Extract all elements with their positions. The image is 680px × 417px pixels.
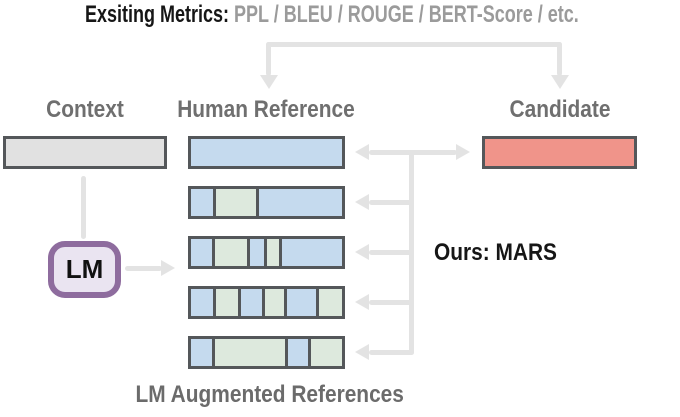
lm-box: LM	[48, 241, 121, 298]
bar-segment-blue	[191, 139, 342, 166]
connector-row1-line	[369, 150, 457, 155]
augmented-reference-bar-4	[188, 336, 345, 369]
bar-segment-blue	[191, 289, 213, 316]
bar-segment-blue	[256, 189, 342, 216]
bar-segment-blue	[279, 239, 342, 266]
arrow-left-icon	[355, 294, 369, 310]
bracket-horizontal-line	[266, 42, 562, 47]
bar-segment-gray_fill	[6, 139, 164, 166]
arrow-left-icon	[355, 244, 369, 260]
connector-row5-line	[369, 350, 414, 355]
bar-segment-blue	[191, 339, 213, 366]
lm-to-references-line	[125, 266, 162, 271]
bar-segment-green	[262, 289, 285, 316]
connector-row4-line	[369, 300, 414, 305]
bar-segment-green	[211, 239, 247, 266]
title: Exsiting Metrics: PPL / BLEU / ROUGE / B…	[85, 1, 579, 29]
bar-segment-green	[212, 289, 238, 316]
context-to-lm-line	[81, 176, 86, 239]
lm-augmented-references-label: LM Augmented References	[135, 381, 404, 408]
arrow-left-icon	[355, 194, 369, 210]
bar-segment-blue	[191, 239, 212, 266]
bar-segment-green	[263, 239, 280, 266]
bar-segment-green	[212, 339, 285, 366]
arrow-down-icon	[551, 75, 569, 89]
title-metrics-list: PPL / BLEU / ROUGE / BERT-Score / etc.	[234, 1, 579, 28]
arrow-left-icon	[355, 344, 369, 360]
bracket-right-vertical-line	[557, 42, 562, 76]
bar-segment-blue	[284, 339, 308, 366]
bar-segment-green	[315, 289, 343, 316]
augmented-reference-bar-1	[188, 186, 345, 219]
context-bar	[3, 136, 167, 169]
human-reference-label: Human Reference	[177, 96, 355, 123]
augmented-reference-bar-2	[188, 236, 345, 269]
context-label: Context	[46, 96, 124, 123]
bar-segment-blue	[191, 189, 213, 216]
bar-segment-blue	[246, 239, 264, 266]
human-reference-bar	[188, 136, 345, 169]
arrow-right-icon	[456, 144, 470, 160]
augmented-reference-bar-3	[188, 286, 345, 319]
ours-mars-label: Ours: MARS	[434, 239, 557, 266]
candidate-bar	[482, 136, 637, 169]
candidate-label: Candidate	[509, 96, 611, 123]
arrow-down-icon	[260, 75, 278, 89]
bar-segment-green	[212, 189, 257, 216]
connector-row3-line	[369, 250, 414, 255]
lm-label: LM	[65, 254, 104, 284]
bar-segment-blue	[284, 289, 316, 316]
connector-row2-line	[369, 200, 414, 205]
bar-segment-blue	[237, 289, 263, 316]
arrow-right-icon	[161, 260, 175, 276]
bar-segment-green	[307, 339, 342, 366]
arrow-left-icon	[355, 144, 369, 160]
title-existing-metrics: Exsiting Metrics:	[85, 1, 230, 28]
bracket-left-vertical-line	[266, 42, 271, 76]
bar-segment-salmon	[485, 139, 634, 166]
